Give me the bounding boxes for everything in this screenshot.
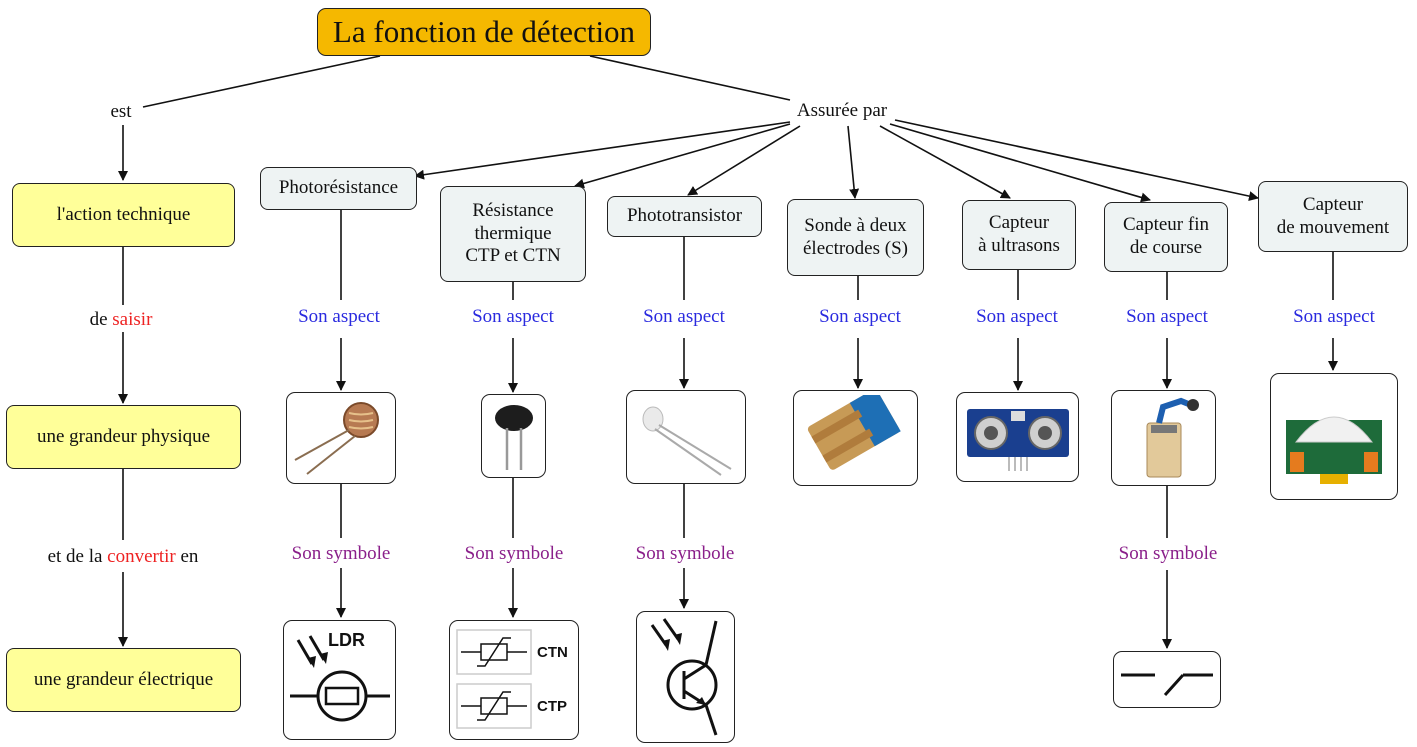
ctp-label: CTP (537, 698, 567, 715)
phototransistor-symbol-icon (650, 618, 717, 736)
thermistor-symbol-icon: CTN CTP (456, 629, 568, 729)
sensor-resistance-thermique: Résistance thermique CTP et CTN (440, 186, 586, 282)
sensor-ultrasons: Capteur à ultrasons (962, 200, 1076, 270)
sensor-mouvement: Capteur de mouvement (1258, 181, 1408, 252)
ldr-label: LDR (328, 630, 365, 650)
symbole-label-5: Son symbole (1118, 543, 1218, 564)
box-action-technique: l'action technique (12, 183, 235, 247)
link-assuree-par: Assurée par (796, 100, 888, 121)
ldr-photo-icon (294, 402, 379, 475)
thermistor-photo-icon (494, 405, 533, 470)
aspect-label-3: Son aspect (819, 306, 901, 327)
symbole-label-1: Son symbole (464, 543, 564, 564)
aspect-label-5: Son aspect (1126, 306, 1208, 327)
sensor-fin-de-course: Capteur fin de course (1104, 202, 1228, 272)
aspect-image-phototransistor (626, 390, 746, 484)
aspect-label-1: Son aspect (472, 306, 554, 327)
ldr-symbol-icon: LDR (289, 630, 390, 722)
phototransistor-photo-icon (642, 406, 732, 476)
box-grandeur-physique: une grandeur physique (6, 405, 241, 469)
aspect-label-2: Son aspect (643, 306, 725, 327)
aspect-label-0: Son aspect (298, 306, 380, 327)
link-convertir: et de la convertir en (47, 546, 199, 567)
sensor-photoresistance: Photorésistance (260, 167, 417, 210)
link-de-saisir: de saisir (89, 309, 153, 330)
symbol-ctn-ctp: CTN CTP (449, 620, 579, 740)
aspect-label-6: Son aspect (1293, 306, 1375, 327)
aspect-image-sonde (793, 390, 918, 486)
link-est: est (110, 101, 132, 122)
diagram-title: La fonction de détection (317, 8, 651, 56)
aspect-image-mouvement (1270, 373, 1398, 500)
box-grandeur-electrique: une grandeur électrique (6, 648, 241, 712)
aspect-image-thermistance (481, 394, 546, 478)
switch-symbol-icon (1121, 673, 1213, 696)
aspect-label-4: Son aspect (976, 306, 1058, 327)
limit-switch-photo-icon (1146, 397, 1199, 478)
sensor-sonde-electrodes: Sonde à deux électrodes (S) (787, 199, 924, 276)
symbole-label-0: Son symbole (291, 543, 391, 564)
symbole-label-2: Son symbole (635, 543, 735, 564)
pir-sensor-photo-icon (1286, 416, 1382, 484)
soil-probe-photo-icon (807, 395, 901, 470)
symbol-fin-de-course (1113, 651, 1221, 708)
aspect-image-photoresistance (286, 392, 396, 484)
ctn-label: CTN (537, 644, 568, 661)
symbol-ldr: LDR (283, 620, 396, 740)
symbol-phototransistor (636, 611, 735, 743)
aspect-image-fin-de-course (1111, 390, 1216, 486)
sensor-phototransistor: Phototransistor (607, 196, 762, 237)
ultrasonic-photo-icon (966, 409, 1069, 471)
aspect-image-ultrasons (956, 392, 1079, 482)
